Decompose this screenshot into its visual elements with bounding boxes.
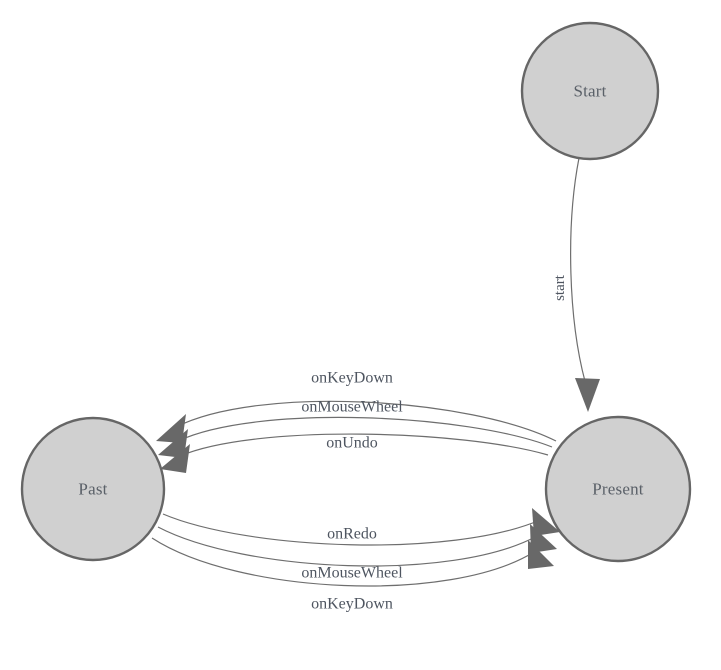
- edge-past-to-present-onkeydown-arrowhead: [528, 540, 554, 569]
- edge-past-to-present-onmousewheel-arrowhead: [530, 524, 557, 553]
- edge-past-to-present-onredo-arrowhead: [532, 508, 560, 536]
- node-past[interactable]: Past: [20, 416, 166, 562]
- node-present-circle: [544, 415, 692, 563]
- edge-present-to-past-onmousewheel-label: onMouseWheel: [301, 399, 403, 416]
- edge-past-to-present-onmousewheel[interactable]: onMouseWheel: [157, 524, 557, 582]
- node-start-circle: [520, 21, 660, 161]
- edge-past-to-present-onkeydown-label: onKeyDown: [311, 596, 393, 613]
- node-past-circle: [20, 416, 166, 562]
- edge-present-to-past-onmousewheel[interactable]: onMouseWheel: [158, 399, 553, 459]
- edge-present-to-past-onkeydown[interactable]: onKeyDown: [156, 370, 557, 444]
- edge-present-to-past-onmousewheel-arrowhead: [158, 429, 188, 458]
- edge-present-to-past-onundo-label: onUndo: [326, 435, 378, 452]
- edge-start-to-present-label: start: [552, 274, 568, 301]
- node-present-label: Present: [592, 480, 644, 499]
- edge-past-to-present-onmousewheel-label: onMouseWheel: [301, 565, 403, 582]
- edge-present-to-past-onkeydown-arrowhead: [156, 414, 186, 443]
- edge-past-to-present-onkeydown-path: [151, 537, 535, 587]
- edge-past-to-present-onredo-path: [162, 513, 541, 546]
- edge-present-to-past-onundo[interactable]: onUndo: [160, 433, 549, 473]
- node-start-label: Start: [573, 82, 606, 101]
- edge-past-to-present-onredo-label: onRedo: [327, 526, 377, 543]
- node-start[interactable]: Start: [520, 21, 660, 161]
- edge-present-to-past-onundo-arrowhead: [160, 444, 190, 473]
- edge-present-to-past-onkeydown-label: onKeyDown: [311, 370, 393, 387]
- edge-present-to-past-onkeydown-path: [175, 400, 557, 442]
- edge-past-to-present-onkeydown[interactable]: onKeyDown: [151, 537, 554, 613]
- edge-start-to-present-path: [570, 157, 587, 386]
- node-present[interactable]: Present: [544, 415, 692, 563]
- edge-start-to-present[interactable]: start: [552, 157, 600, 412]
- node-past-label: Past: [78, 480, 107, 499]
- edge-present-to-past-onmousewheel-path: [177, 416, 553, 448]
- edge-past-to-present-onmousewheel-path: [157, 526, 538, 567]
- edge-present-to-past-onundo-path: [179, 433, 549, 457]
- edge-past-to-present-onredo[interactable]: onRedo: [162, 508, 560, 546]
- edge-start-to-present-arrowhead: [575, 378, 600, 412]
